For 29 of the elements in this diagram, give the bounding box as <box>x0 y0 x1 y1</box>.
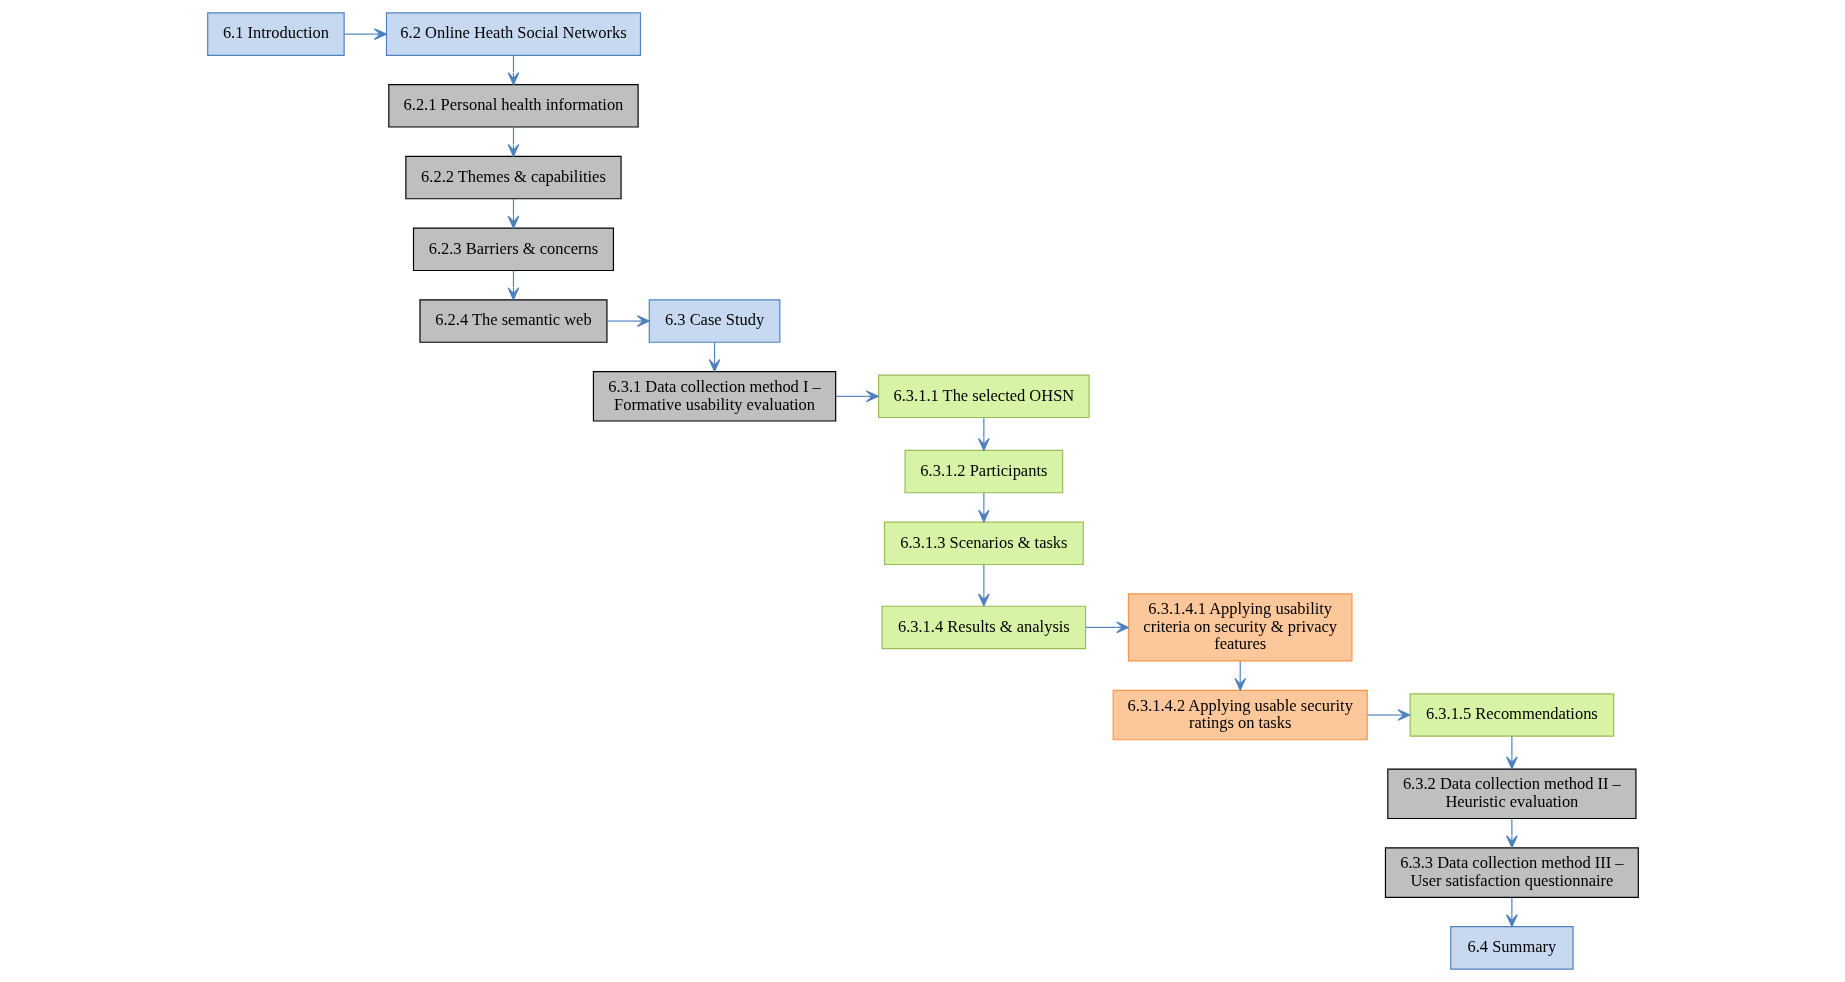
arrow <box>977 492 990 523</box>
node-box: 6.2.4 The semantic web <box>418 299 608 343</box>
node-box: 6.2.1 Personal health information <box>387 84 639 128</box>
arrow <box>1505 818 1518 848</box>
node-box: 6.3.1 Data collection method I – Formative usability evaluation <box>592 371 836 422</box>
node-box: 6.2.2 Themes & capabilities <box>404 155 622 200</box>
node-box: 6.3.1.1 The selected OHSN <box>877 374 1090 419</box>
node-box: 6.2.3 Barriers & concerns <box>412 227 614 272</box>
node-box: 6.2 Online Heath Social Networks <box>385 12 641 56</box>
node-box: 6.3 Case Study <box>648 299 780 343</box>
node-box: 6.3.2 Data collection method II – Heuristic evaluation <box>1386 768 1637 820</box>
arrow <box>606 315 650 327</box>
node-box: 6.3.1.4.2 Applying usable security ratings on tasks <box>1112 689 1368 741</box>
arrow <box>1366 709 1410 721</box>
node-box: 6.3.1.2 Participants <box>904 449 1063 494</box>
node-box: 6.3.1.4.1 Applying usability criteria on security & privacy features <box>1127 593 1353 662</box>
node-box: 6.3.3 Data collection method III – User satisfaction questionnaire <box>1384 847 1639 898</box>
node-box: 6.3.1.5 Recommendations <box>1409 693 1614 737</box>
arrow <box>1505 735 1518 770</box>
arrow <box>834 390 879 403</box>
arrow <box>343 28 387 40</box>
arrow <box>1505 897 1518 927</box>
node-box: 6.1 Introduction <box>206 12 345 56</box>
node-box: 6.4 Summary <box>1449 926 1574 970</box>
arrow <box>977 417 990 451</box>
arrow <box>1084 621 1129 634</box>
arrow <box>977 564 990 607</box>
node-box: 6.3.1.3 Scenarios & tasks <box>883 521 1084 566</box>
node-box: 6.3.1.4 Results & analysis <box>881 605 1086 650</box>
